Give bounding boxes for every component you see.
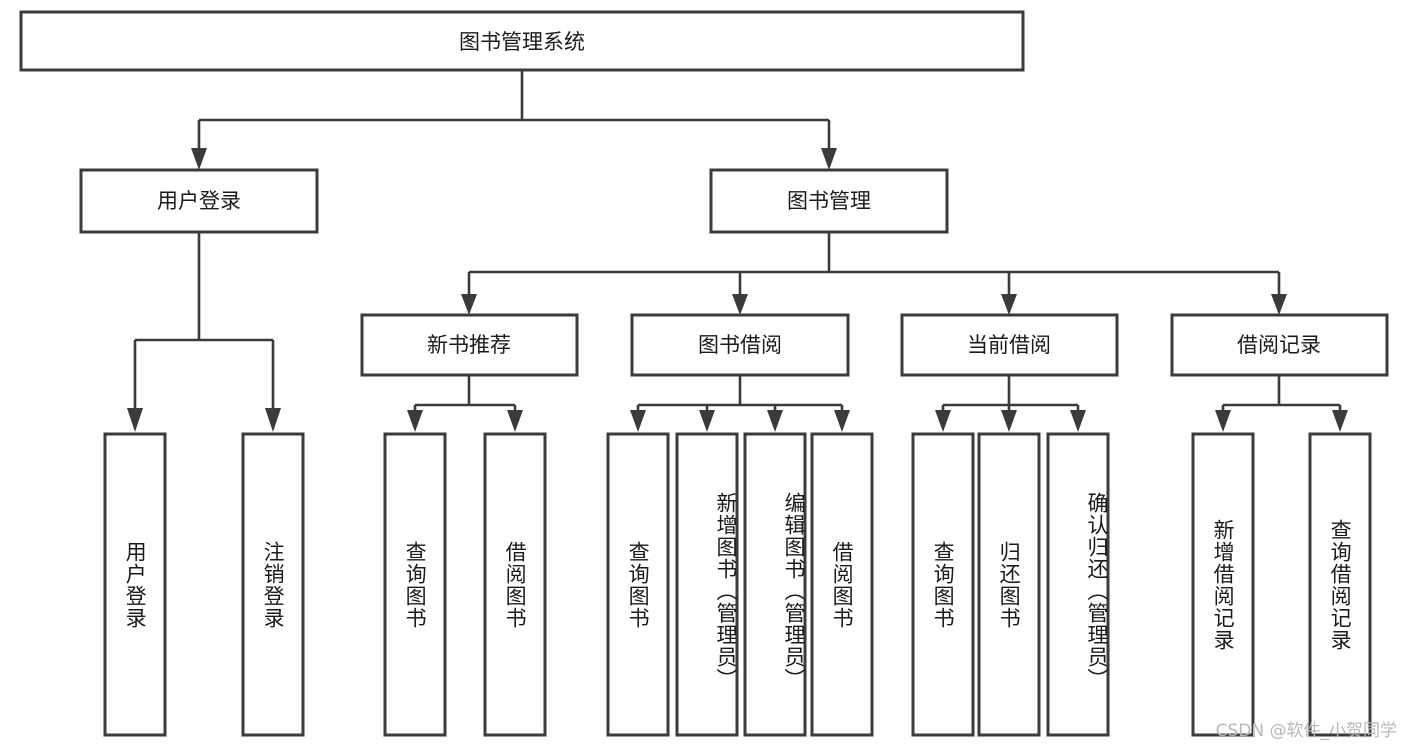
arrow-book-mgmt-to-borrow-record bbox=[1271, 294, 1287, 315]
node-borrow-record-box[interactable] bbox=[1170, 313, 1389, 377]
leaf-box-book-borrow-1[interactable] bbox=[675, 432, 739, 737]
arrow-user-login-leaf-1 bbox=[265, 408, 281, 432]
node-root-box[interactable] bbox=[19, 10, 1025, 72]
leaf-box-new-book-0[interactable] bbox=[383, 432, 447, 737]
node-current-borrow-box[interactable] bbox=[900, 313, 1119, 377]
arrow-book-borrow-leaf-0 bbox=[630, 410, 646, 432]
connector-group-book-borrow bbox=[630, 375, 850, 432]
leaf-box-book-borrow-3[interactable] bbox=[810, 432, 874, 737]
leaf-box-book-borrow-2[interactable] bbox=[743, 432, 807, 737]
connector-group-book-mgmt bbox=[461, 232, 1287, 315]
node-book-management-box[interactable] bbox=[709, 168, 949, 234]
arrow-new-book-leaf-1 bbox=[507, 410, 523, 432]
leaf-box-group-borrow-record bbox=[1191, 432, 1372, 737]
node-current-borrow-label: 当前借阅 bbox=[967, 333, 1051, 357]
arrow-user-login-leaf-0 bbox=[127, 408, 143, 432]
arrow-book-borrow-leaf-1 bbox=[699, 410, 715, 432]
leaf-box-borrow-record-1[interactable] bbox=[1308, 432, 1372, 737]
connector-group-current-borrow bbox=[935, 375, 1086, 432]
node-book-management[interactable]: 图书管理 bbox=[709, 168, 949, 234]
leaf-box-user-login-0[interactable] bbox=[103, 432, 167, 737]
arrow-root-to-book-mgmt bbox=[821, 148, 837, 170]
node-new-book-recommend-label: 新书推荐 bbox=[427, 333, 511, 357]
connector-group-new-book bbox=[407, 375, 523, 432]
node-book-borrow-box[interactable] bbox=[630, 313, 850, 377]
arrow-root-to-user-login bbox=[191, 148, 207, 170]
node-user-login-label: 用户登录 bbox=[157, 189, 241, 213]
arrow-new-book-leaf-0 bbox=[407, 410, 423, 432]
node-borrow-record[interactable]: 借阅记录 bbox=[1170, 313, 1389, 377]
leaf-box-current-borrow-2[interactable] bbox=[1046, 432, 1110, 737]
leaf-box-group-current-borrow bbox=[911, 432, 1110, 737]
arrow-borrow-record-leaf-1 bbox=[1332, 410, 1348, 432]
arrow-current-borrow-leaf-0 bbox=[935, 410, 951, 432]
leaf-box-group-new-book bbox=[383, 432, 547, 737]
arrow-book-borrow-leaf-2 bbox=[767, 410, 783, 432]
leaf-box-user-login-1[interactable] bbox=[241, 432, 305, 737]
arrow-book-mgmt-to-new-book bbox=[461, 294, 477, 315]
node-user-login[interactable]: 用户登录 bbox=[79, 168, 319, 234]
leaf-box-current-borrow-0[interactable] bbox=[911, 432, 975, 737]
node-user-login-box[interactable] bbox=[79, 168, 319, 234]
leaf-box-new-book-1[interactable] bbox=[483, 432, 547, 737]
arrow-book-mgmt-to-current-borrow bbox=[1001, 294, 1017, 315]
connector-group-user-login bbox=[127, 232, 281, 432]
arrow-current-borrow-leaf-2 bbox=[1070, 410, 1086, 432]
node-new-book-recommend-box[interactable] bbox=[360, 313, 579, 377]
arrow-borrow-record-leaf-0 bbox=[1215, 410, 1231, 432]
node-root[interactable]: 图书管理系统 bbox=[19, 10, 1025, 72]
arrow-book-borrow-leaf-3 bbox=[834, 410, 850, 432]
arrow-book-mgmt-to-book-borrow bbox=[732, 294, 748, 315]
node-book-borrow-label: 图书借阅 bbox=[698, 333, 782, 357]
leaf-box-book-borrow-0[interactable] bbox=[606, 432, 670, 737]
leaf-box-current-borrow-1[interactable] bbox=[977, 432, 1041, 737]
arrow-current-borrow-leaf-1 bbox=[1001, 410, 1017, 432]
leaf-box-borrow-record-0[interactable] bbox=[1191, 432, 1255, 737]
csdn-watermark: CSDN @软件_小贺同学 bbox=[1215, 721, 1397, 741]
node-current-borrow[interactable]: 当前借阅 bbox=[900, 313, 1119, 377]
node-root-label: 图书管理系统 bbox=[459, 30, 585, 54]
connector-group-root bbox=[191, 70, 837, 170]
node-book-management-label: 图书管理 bbox=[787, 189, 871, 213]
node-borrow-record-label: 借阅记录 bbox=[1237, 333, 1321, 357]
node-new-book-recommend[interactable]: 新书推荐 bbox=[360, 313, 579, 377]
connector-group-borrow-record bbox=[1215, 375, 1348, 432]
leaf-box-group-book-borrow bbox=[606, 432, 874, 737]
node-book-borrow[interactable]: 图书借阅 bbox=[630, 313, 850, 377]
leaf-box-group-user-login bbox=[103, 432, 305, 737]
